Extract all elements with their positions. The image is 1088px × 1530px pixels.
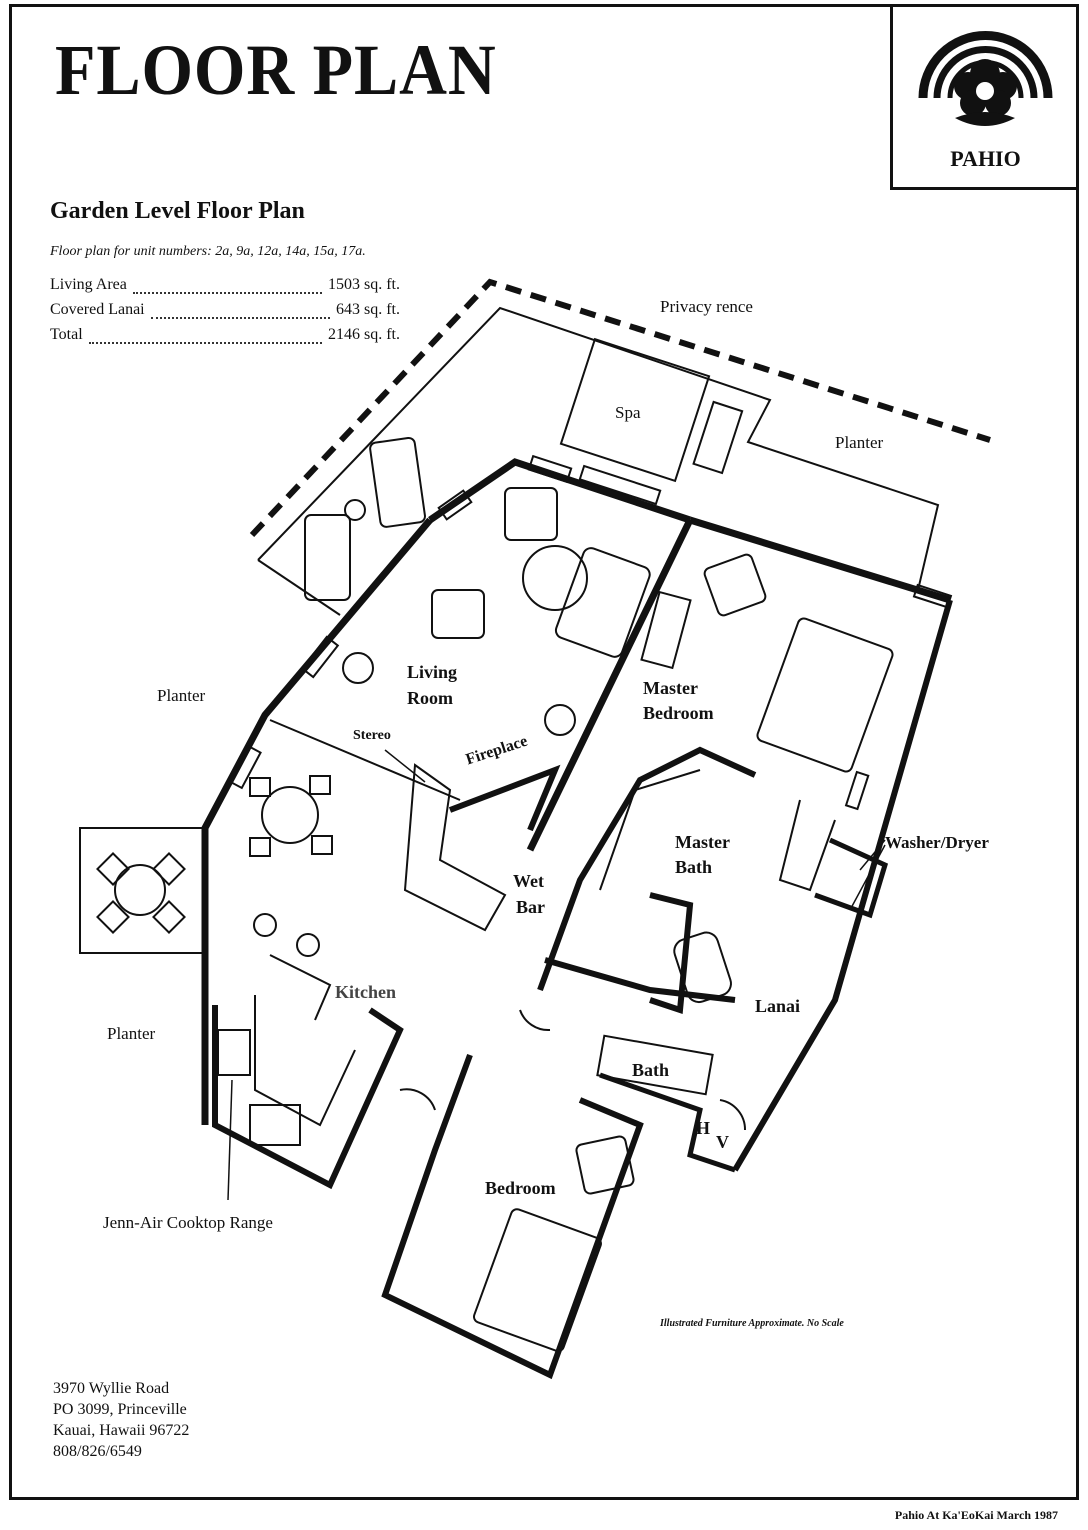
address-line: 3970 Wyllie Road: [53, 1380, 170, 1397]
footer-credit: Pahio At Ka'EoKai March 1987: [894, 1508, 1058, 1522]
lounge-chair: [304, 514, 351, 601]
bathtub: [673, 931, 732, 1004]
armchair: [504, 487, 558, 541]
kitchen-counter: [254, 995, 356, 1127]
page-border: [9, 4, 1079, 1500]
bedroom-bed: [473, 1208, 602, 1353]
pahio-flower-icon: [918, 31, 1053, 126]
page-title: FLOOR PLAN: [55, 30, 497, 110]
master-bath-label-2: Bath: [675, 857, 713, 877]
cooktop-pointer: [227, 1079, 233, 1201]
wet-bar-label-2: Bar: [516, 897, 545, 917]
patio-dining-area: [79, 827, 206, 954]
bedroom-label: Bedroom: [485, 1178, 556, 1198]
dining-table: [261, 786, 319, 844]
lounge-chair: [369, 436, 426, 528]
privacy-fence-line: [249, 278, 991, 538]
bath-label: Bath: [632, 1060, 670, 1080]
spa-label: Spa: [615, 403, 641, 422]
coffee-table: [522, 545, 588, 611]
kitchen-label: Kitchen: [335, 982, 396, 1002]
address-line: PO 3099, Princeville: [53, 1401, 187, 1418]
east-wall: [732, 599, 953, 1172]
patio-boundary: [257, 306, 940, 591]
area-row: Living Area 1503 sq. ft.: [50, 276, 400, 301]
area-value: 643 sq. ft.: [336, 301, 400, 318]
wet-bar-counter: [403, 763, 507, 932]
area-value: 2146 sq. ft.: [328, 326, 400, 343]
spa-shape: [559, 337, 711, 483]
planter-top-label: Planter: [835, 433, 884, 452]
area-table: Living Area 1503 sq. ft. Covered Lanai 6…: [50, 276, 400, 351]
master-bath-label-1: Master: [675, 832, 730, 852]
armchair: [431, 589, 485, 639]
living-room-label-1: Living: [407, 662, 458, 682]
planter-lower-label: Planter: [107, 1024, 156, 1043]
master-bedroom-label-1: Master: [643, 678, 698, 698]
scale-note: Illustrated Furniture Approximate. No Sc…: [660, 1318, 844, 1329]
planter-left-label: Planter: [157, 686, 206, 705]
plan-subtitle: Garden Level Floor Plan: [50, 198, 305, 224]
living-master-wall: [526, 518, 694, 852]
wet-bar-label-1: Wet: [513, 871, 544, 891]
area-value: 1503 sq. ft.: [328, 276, 400, 293]
washer-dryer-closet: [814, 837, 889, 919]
address-line: Kauai, Hawaii 96722: [53, 1422, 190, 1439]
privacy-fence-label: Privacy rence: [660, 297, 753, 316]
master-top-wall: [688, 516, 952, 604]
plant: [544, 704, 576, 736]
washer-dryer-label: Washer/Dryer: [885, 833, 989, 852]
bath-tub-2: [596, 1034, 714, 1096]
stereo-label: Stereo: [353, 728, 391, 743]
lanai-label: Lanai: [755, 996, 801, 1016]
pahio-logo: PAHIO: [890, 6, 1078, 190]
area-label: Covered Lanai: [50, 301, 145, 318]
v-label: V: [716, 1132, 729, 1152]
living-room-label-2: Room: [407, 688, 453, 708]
living-top-wall: [428, 458, 692, 524]
master-bed: [756, 617, 894, 773]
master-bath-wall: [537, 746, 757, 992]
area-row: Covered Lanai 643 sq. ft.: [50, 301, 400, 326]
unit-numbers: Floor plan for unit numbers: 2a, 9a, 12a…: [50, 244, 366, 259]
bedroom-wall: [381, 1053, 644, 1380]
kitchen-wall: [212, 1005, 404, 1190]
area-row: Total 2146 sq. ft.: [50, 326, 400, 351]
logo-text: PAHIO: [950, 146, 1021, 171]
cooktop-range: [217, 1029, 251, 1076]
bedroom-armchair: [575, 1135, 635, 1195]
area-label: Total: [50, 326, 83, 343]
area-label: Living Area: [50, 276, 127, 293]
sink: [249, 1104, 301, 1146]
master-armchair: [703, 553, 767, 617]
master-bedroom-label-2: Bedroom: [643, 703, 714, 723]
h-label: H: [696, 1118, 711, 1138]
sofa: [554, 547, 651, 658]
address-block: 3970 Wyllie Road PO 3099, Princeville Ka…: [53, 1378, 189, 1462]
cooktop-label: Jenn-Air Cooktop Range: [103, 1213, 273, 1232]
phone-number: 808/826/6549: [53, 1443, 142, 1460]
plant: [342, 652, 374, 684]
